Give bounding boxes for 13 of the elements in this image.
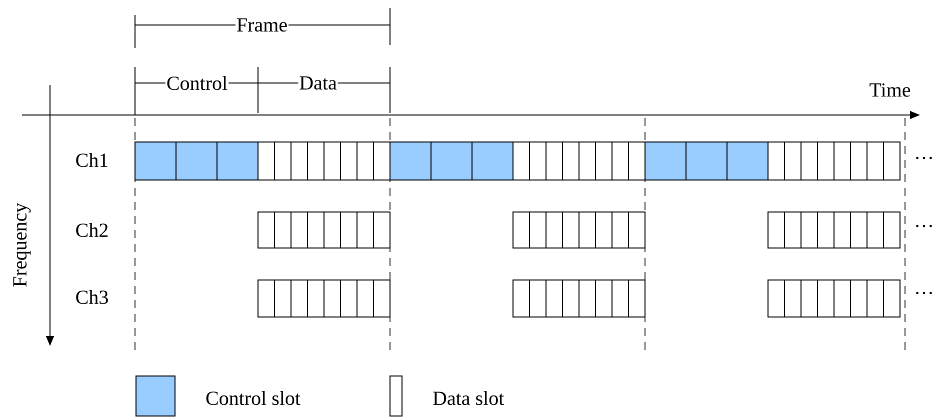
legend-label: Data slot [433,390,504,406]
dimension-label: Control [165,74,229,92]
axis-label: Frequency [13,202,31,287]
legend-label: Control slot [206,390,300,406]
channel-label: Ch2 [76,222,108,238]
dimension-label: Data [298,75,338,91]
axis-label: Time [870,83,910,97]
ellipsis: … [916,292,932,294]
dimension-label: Frame [235,17,289,33]
ellipsis: … [916,156,932,160]
channel-label: Ch1 [76,152,108,168]
channel-label: Ch3 [76,290,108,304]
ellipsis: … [916,224,932,228]
